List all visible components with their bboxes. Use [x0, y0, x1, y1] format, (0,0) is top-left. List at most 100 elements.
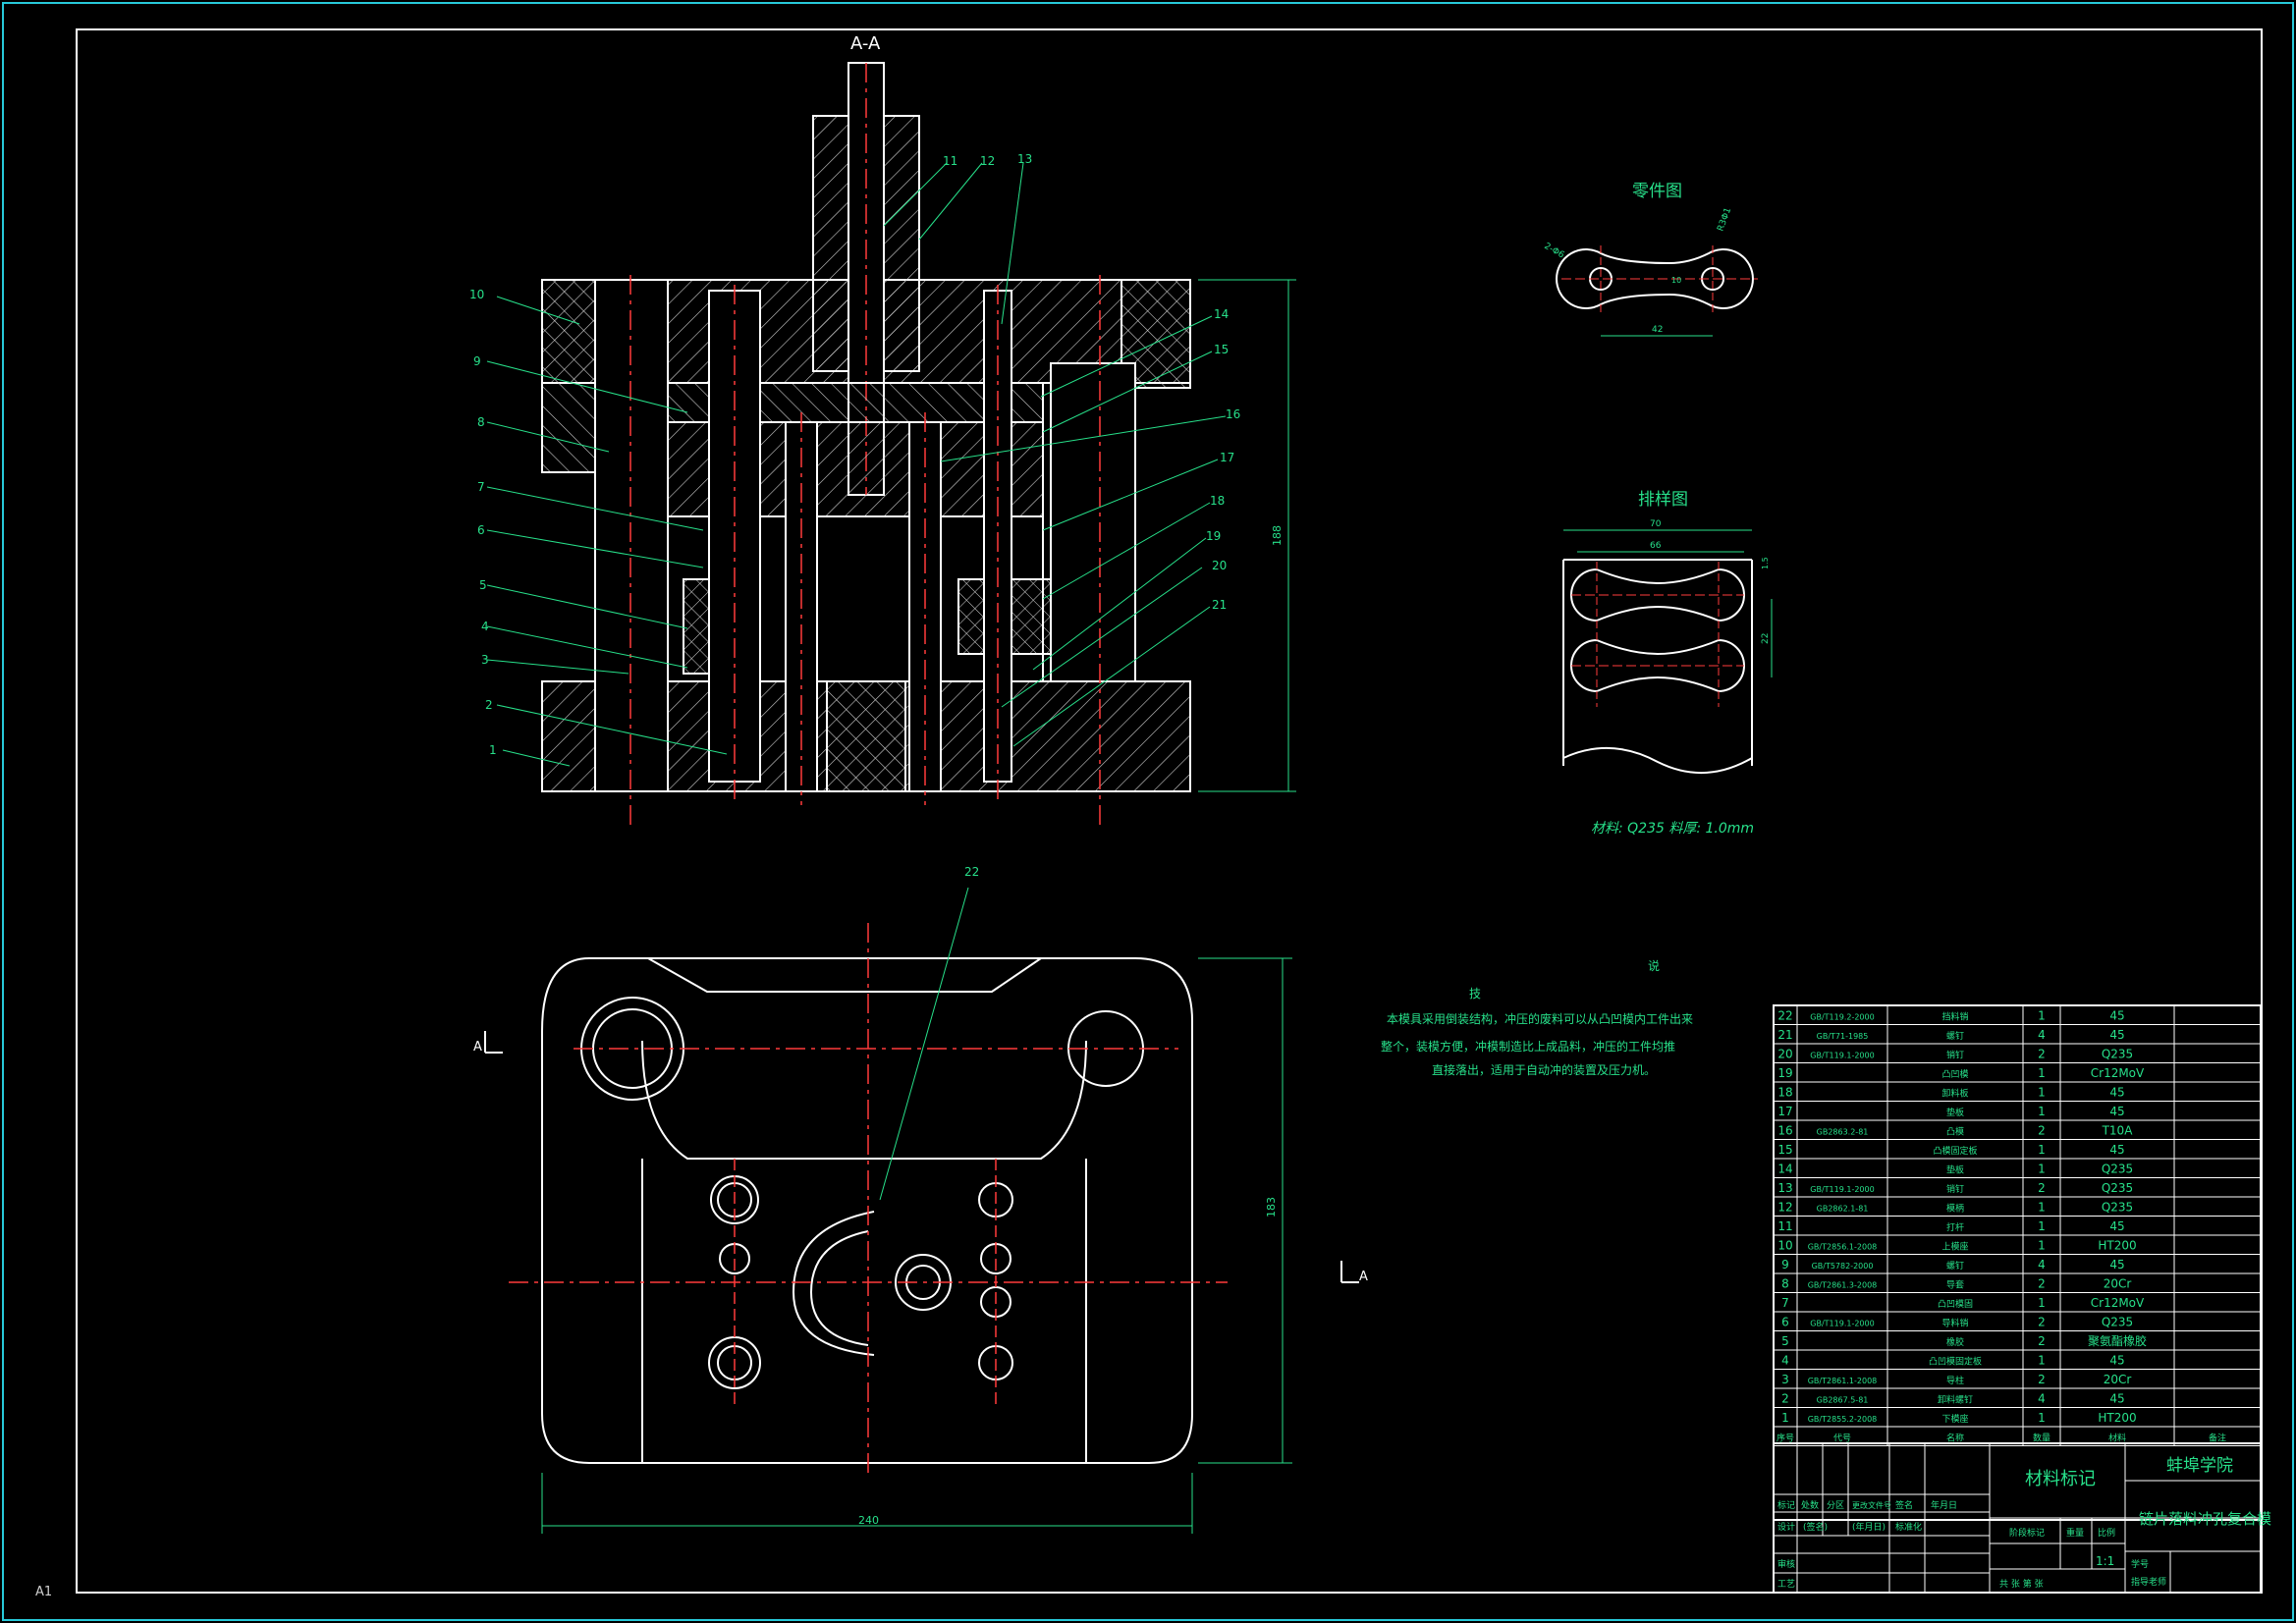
- bom-row-no: 8: [1781, 1277, 1789, 1291]
- bom-row-qty: 2: [2038, 1124, 2046, 1138]
- bom-header-std: 代号: [1833, 1434, 1851, 1444]
- technical-requirements: 技 说 本模具采用倒装结构，冲压的废料可以从凸凹模内工件出来 整个，装模方便，冲…: [1381, 958, 1693, 1077]
- bom-row-qty: 4: [2038, 1028, 2046, 1042]
- callout-11: 11: [943, 154, 957, 168]
- bom-row-name: 销钉: [1946, 1050, 1964, 1061]
- bom-row-std: GB/T119.2-2000: [1810, 1013, 1874, 1022]
- bom-row-no: 12: [1777, 1201, 1792, 1215]
- bom-row-qty: 1: [2038, 1354, 2046, 1368]
- title-block: [1773, 1442, 2262, 1594]
- tb-sheet: 共 张 第 张: [1999, 1578, 2044, 1590]
- bom-row-name: 垫板: [1946, 1107, 1964, 1118]
- tb-label3-1: 工艺: [1777, 1579, 1795, 1590]
- bom-row-no: 18: [1777, 1086, 1792, 1100]
- bom-row-no: 15: [1777, 1143, 1792, 1157]
- bom-row-qty: 4: [2038, 1392, 2046, 1406]
- bom-row-name: 橡胶: [1946, 1336, 1964, 1348]
- bom-row-name: 挡料销: [1941, 1011, 1968, 1023]
- bom-row-std: GB/T2856.1-2008: [1808, 1243, 1878, 1252]
- section-label: A-A: [850, 33, 881, 54]
- bom-row-qty: 4: [2038, 1258, 2046, 1271]
- bom-row-name: 打杆: [1946, 1221, 1964, 1233]
- bom-row-name: 螺钉: [1946, 1031, 1964, 1042]
- layout-view-title: 排样图: [1638, 490, 1688, 510]
- dim-height-front: 188: [1271, 525, 1284, 546]
- bom-row-mat: 45: [2109, 1219, 2124, 1233]
- bom-row-no: 2: [1781, 1392, 1789, 1406]
- bom-row-std: GB/T119.1-2000: [1810, 1052, 1874, 1060]
- callout-8: 8: [477, 415, 485, 429]
- tb-stage-2: 比例: [2098, 1527, 2115, 1539]
- bom-row-mat: 45: [2109, 1143, 2124, 1157]
- callout-16: 16: [1226, 407, 1240, 421]
- bom-row-std: GB/T71-1985: [1817, 1032, 1869, 1041]
- bom-header-qty: 数量: [2033, 1433, 2050, 1444]
- callout-13: 13: [1017, 152, 1032, 166]
- bom-row-mat: 45: [2109, 1392, 2124, 1406]
- bom-row-no: 6: [1781, 1316, 1789, 1329]
- callout-12: 12: [980, 154, 995, 168]
- part-dim-holes: 2-Φ6: [1543, 242, 1566, 261]
- bom-header-mat: 材料: [2108, 1433, 2126, 1444]
- bom-row-mat: Q235: [2102, 1048, 2133, 1061]
- bom-row-no: 22: [1777, 1009, 1792, 1023]
- bom-row-std: GB2863.2-81: [1817, 1128, 1869, 1137]
- guide-bush-left: [541, 279, 596, 473]
- tb-label2-0: 设计: [1777, 1521, 1795, 1533]
- bom-row-no: 20: [1777, 1048, 1792, 1061]
- bom-row-name: 凸模: [1946, 1127, 1964, 1138]
- section-marker-right: A: [1359, 1270, 1368, 1284]
- bom-row-std: GB/T2855.2-2008: [1808, 1415, 1878, 1424]
- material-mark: 材料标记: [2025, 1469, 2096, 1489]
- layout-dim-width: 70: [1650, 519, 1662, 529]
- bom-row-name: 凸凹模固: [1938, 1299, 1973, 1310]
- tb-label-1: 处数: [1801, 1499, 1819, 1511]
- bom-row-mat: 45: [2109, 1354, 2124, 1368]
- inner-border: [76, 28, 2263, 1594]
- callout-1: 1: [489, 743, 497, 757]
- bom-row-no: 4: [1781, 1354, 1789, 1368]
- part-view-title: 零件图: [1632, 182, 1682, 201]
- tb-label-0: 标记: [1777, 1499, 1795, 1511]
- bom-row-mat: 45: [2109, 1028, 2124, 1042]
- tb-extra: 学号: [2131, 1558, 2149, 1570]
- bom-row-mat: 20Cr: [2104, 1373, 2132, 1386]
- bom-row-qty: 2: [2038, 1334, 2046, 1348]
- callout-10: 10: [469, 288, 484, 301]
- bom-row-mat: Q235: [2102, 1316, 2133, 1329]
- bom-row-name: 卸料螺钉: [1938, 1394, 1973, 1406]
- bom-row-std: GB/T119.1-2000: [1810, 1320, 1874, 1328]
- bom-header-name: 名称: [1946, 1433, 1964, 1444]
- bom-row-qty: 1: [2038, 1201, 2046, 1215]
- bom-row-no: 16: [1777, 1124, 1792, 1138]
- front-leaders: [486, 162, 1227, 767]
- guide-post-left: [594, 279, 669, 792]
- tb-label-3: 更改文件号: [1852, 1500, 1891, 1510]
- callout-17: 17: [1220, 451, 1234, 464]
- notes-heading-left: 技: [1469, 987, 1481, 1001]
- bom-row-no: 11: [1777, 1219, 1792, 1233]
- bom-row-name: 导柱: [1946, 1375, 1964, 1386]
- bom-row-mat: Cr12MoV: [2091, 1296, 2145, 1310]
- dim-width-top: 240: [858, 1514, 879, 1527]
- front-section-view: A-A: [541, 33, 1296, 825]
- die-set-outline: [541, 957, 1193, 1464]
- dim-height-top: 183: [1265, 1197, 1278, 1217]
- bom-row-qty: 1: [2038, 1163, 2046, 1176]
- bom-row-qty: 2: [2038, 1373, 2046, 1386]
- notes-line-2: 整个，装模方便，冲模制造比上成品料，冲压的工件均推: [1381, 1039, 1675, 1054]
- bom-row-name: 导套: [1946, 1279, 1964, 1291]
- bom-row-name: 垫板: [1946, 1164, 1964, 1176]
- bom-header-no: 序号: [1777, 1433, 1794, 1444]
- bom-row-qty: 2: [2038, 1181, 2046, 1195]
- tb-label3-0: 审核: [1777, 1558, 1795, 1570]
- bom-row-mat: 45: [2109, 1258, 2124, 1271]
- bom-row-mat: HT200: [2098, 1239, 2136, 1253]
- tb-scale: 1:1: [2096, 1554, 2114, 1568]
- bom-row-name: 凸凹模固定板: [1929, 1356, 1982, 1368]
- callout-22: 22: [964, 865, 979, 879]
- tb-label2-2: (年月日): [1852, 1521, 1886, 1533]
- part-dim-radius: R3Φ1: [1716, 206, 1733, 233]
